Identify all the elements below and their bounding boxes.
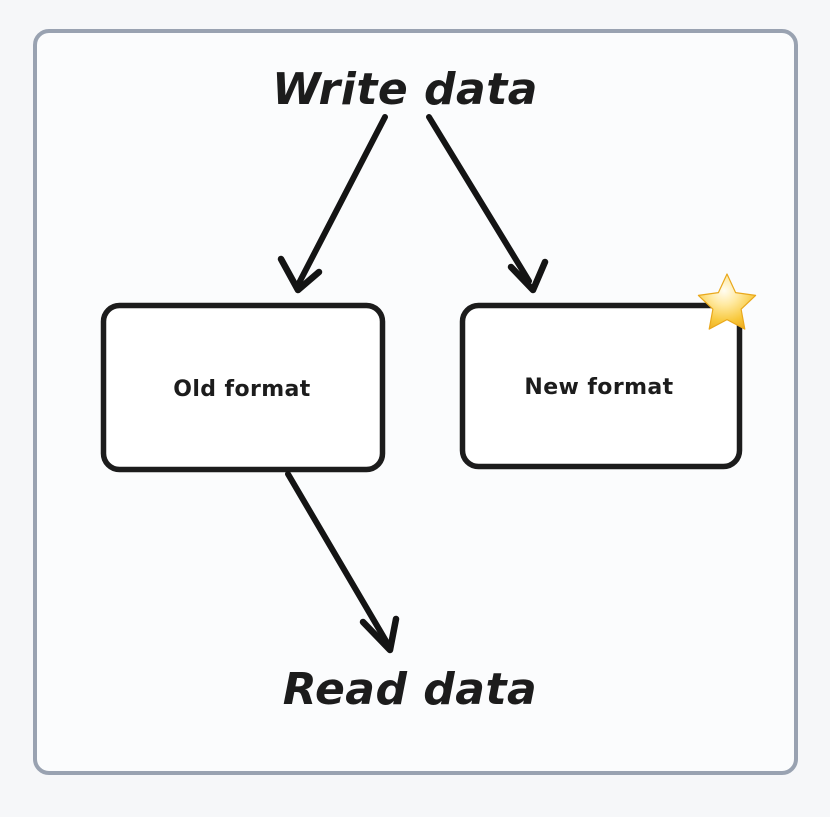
edge-write-to-old-format [277, 114, 388, 294]
edge-write-to-new-format [426, 114, 549, 294]
new-format-label: New format [524, 375, 673, 400]
read-data-label: Read data [283, 664, 537, 715]
edge-old-format-to-read [285, 471, 400, 654]
old-format-label: Old format [173, 377, 311, 402]
new-format-box[interactable] [459, 302, 743, 470]
node-new-format[interactable]: New format [459, 302, 743, 470]
star-icon [697, 273, 757, 330]
node-old-format[interactable]: Old format [100, 302, 386, 473]
write-data-label: Write data [272, 64, 538, 115]
old-format-box[interactable] [100, 302, 386, 473]
